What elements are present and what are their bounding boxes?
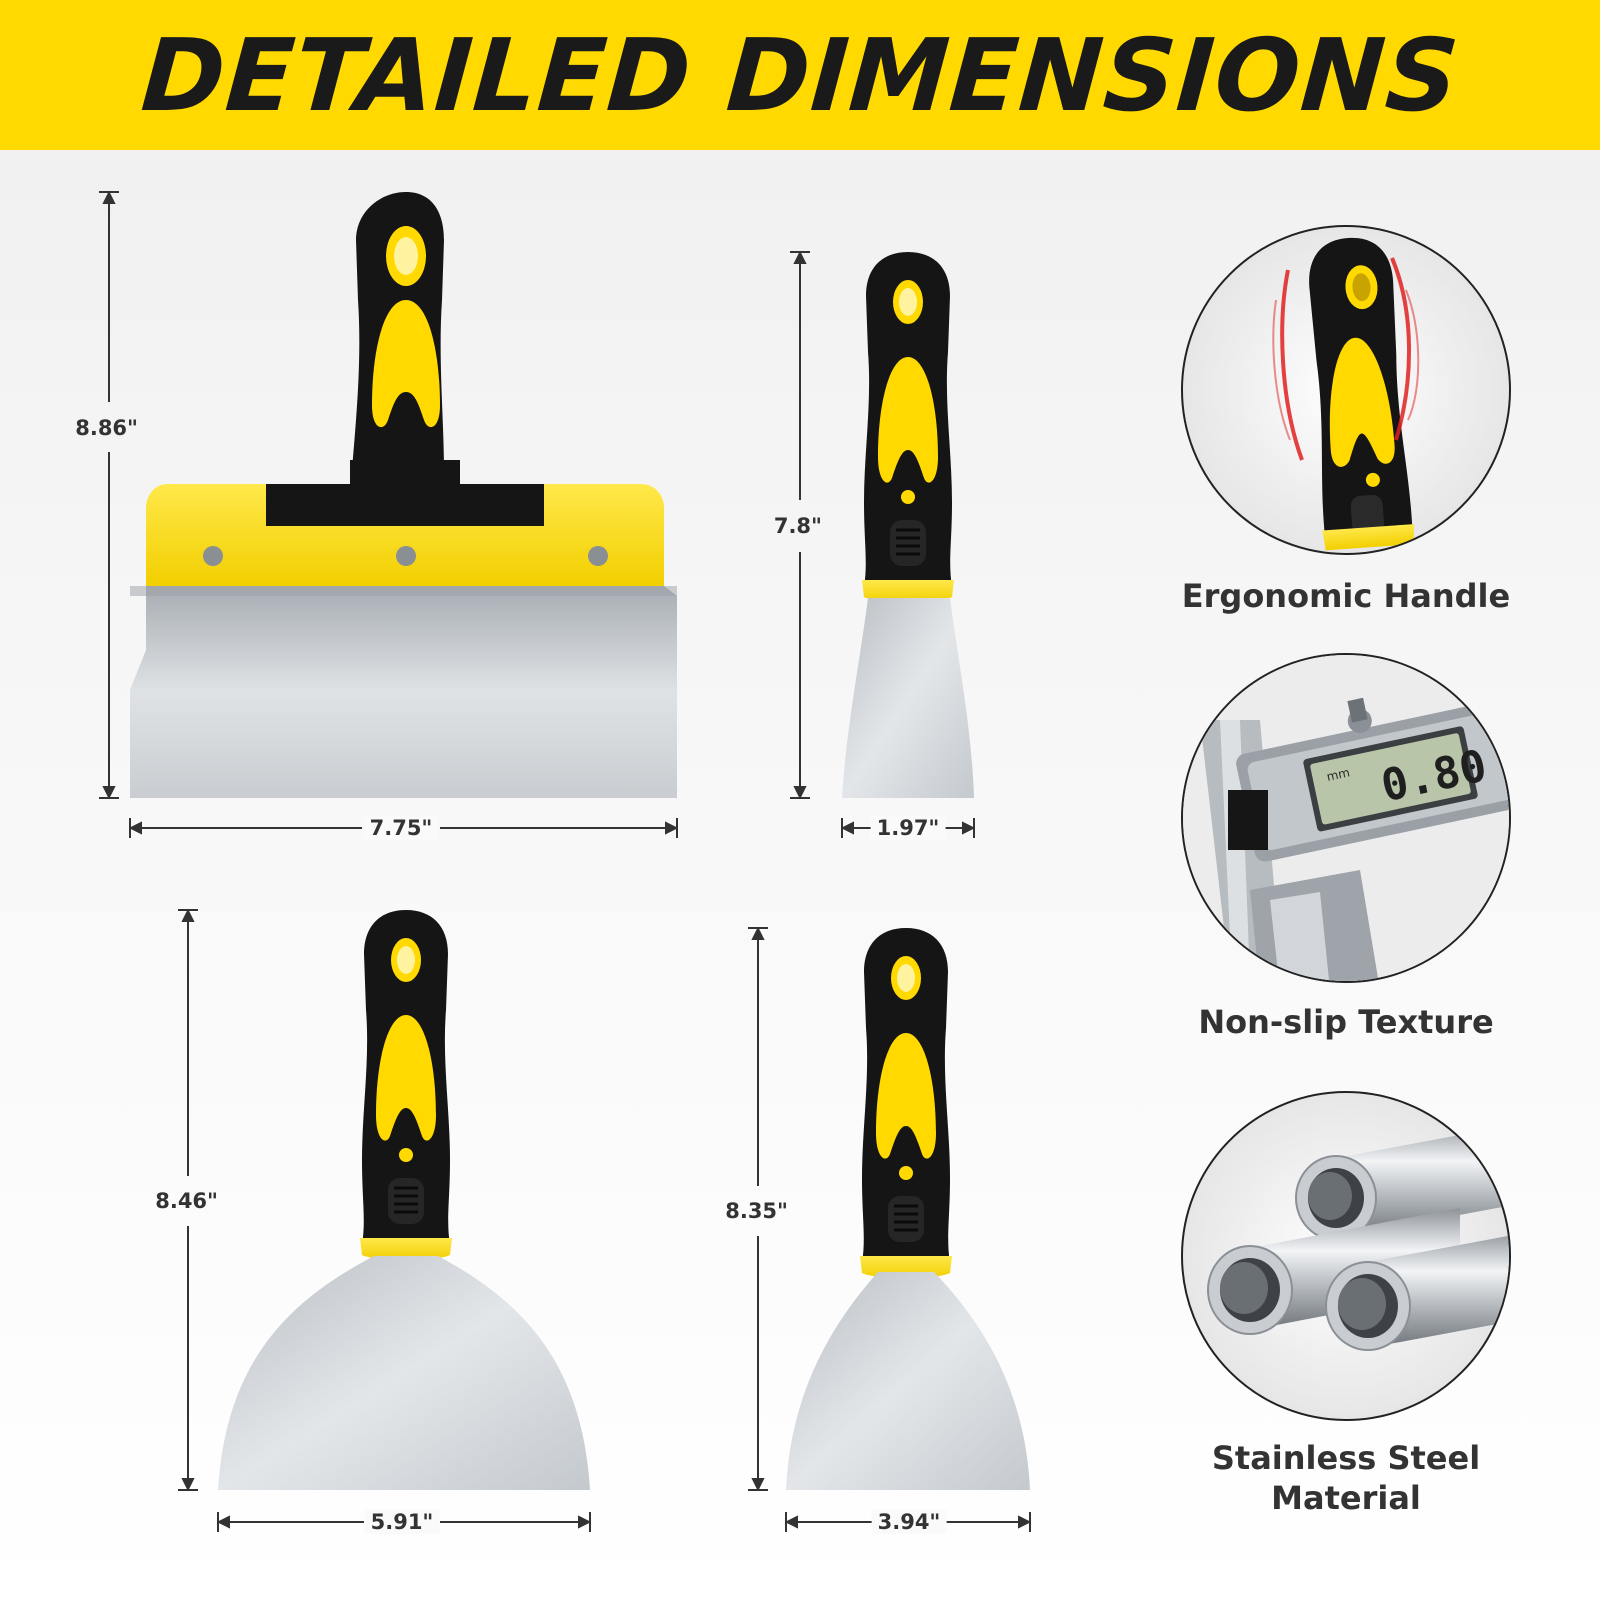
feature-label-stainless-steel: Stainless Steel Material	[1211, 1439, 1481, 1517]
narrow-putty-knife-illustration	[842, 250, 974, 798]
narrow-knife-width: 1.97"	[870, 816, 946, 840]
caliper-unit-text: mm	[1325, 765, 1351, 784]
header-banner: DETAILED DIMENSIONS	[0, 0, 1600, 150]
wide-scraper-width: 7.75"	[363, 816, 439, 840]
wide-scraper-height: 8.86"	[75, 416, 138, 440]
non-slip-texture-circle: mm 0.80	[1181, 653, 1511, 983]
feature-label-non-slip-texture: Non-slip Texture	[1198, 1003, 1494, 1041]
large-knife-width: 5.91"	[364, 1510, 440, 1534]
narrow-knife-height: 7.8"	[773, 514, 822, 538]
large-knife-height: 8.46"	[155, 1189, 218, 1213]
dimension-lines	[99, 190, 1032, 1532]
stainless-steel-circle	[1181, 1091, 1511, 1421]
flexible-putty-knife-large-illustration	[218, 908, 590, 1490]
wide-scraper-illustration	[130, 192, 677, 798]
ergonomic-handle-circle	[1181, 225, 1511, 555]
feature-label-ergonomic-handle: Ergonomic Handle	[1181, 577, 1511, 615]
medium-knife-height: 8.35"	[725, 1199, 788, 1223]
medium-knife-width: 3.94"	[871, 1510, 947, 1534]
flexible-putty-knife-medium-illustration	[786, 926, 1030, 1490]
